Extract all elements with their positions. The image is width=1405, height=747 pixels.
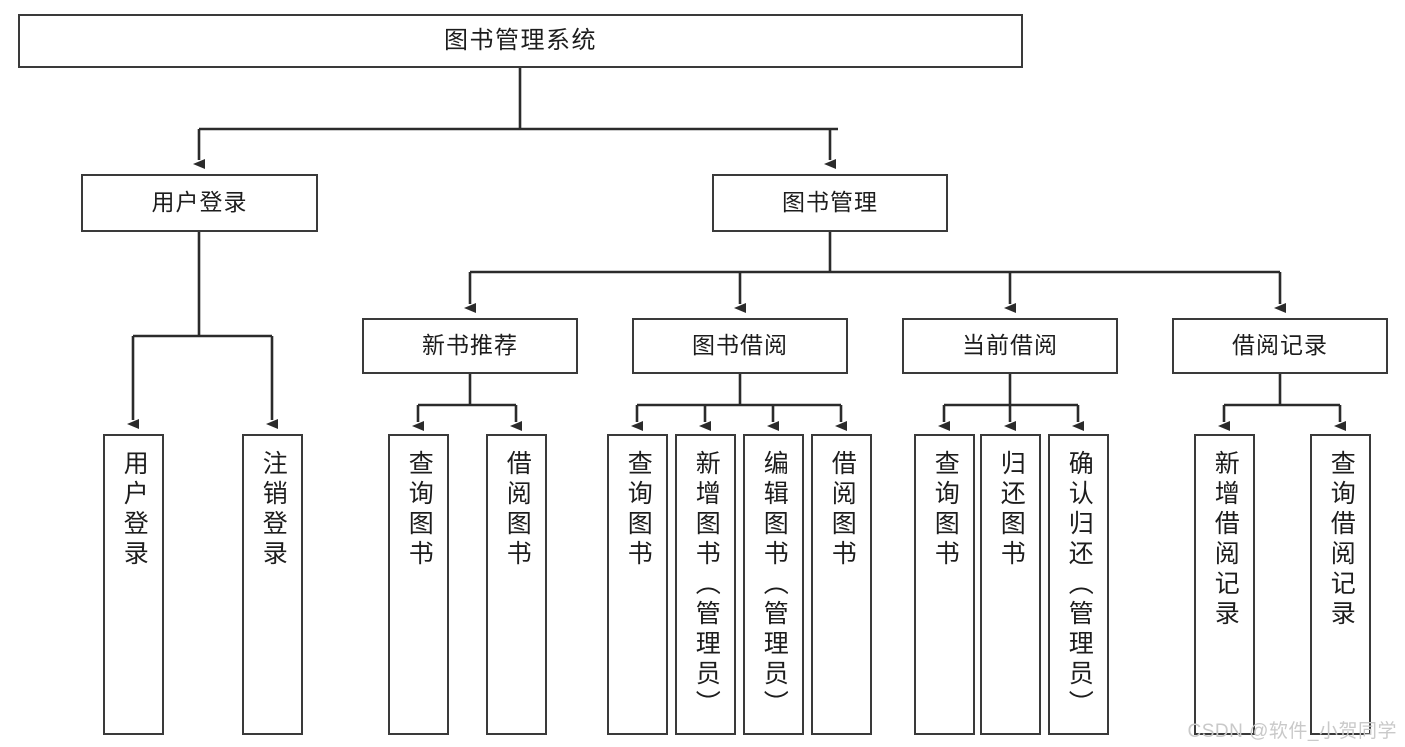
node-root-book-management-system[interactable]: 图书管理系统 xyxy=(18,14,1023,68)
node-label: 新书推荐 xyxy=(422,332,518,359)
node-label: 新增图书（管理员） xyxy=(692,450,721,720)
node-label: 图书借阅 xyxy=(692,332,788,359)
leaf-query-book-borrow[interactable]: 查询图书 xyxy=(607,434,668,735)
leaf-logout-login[interactable]: 注销登录 xyxy=(242,434,303,735)
leaf-borrow-book-recommend[interactable]: 借阅图书 xyxy=(486,434,547,735)
node-label: 查询图书 xyxy=(405,450,434,570)
leaf-query-book-recommend[interactable]: 查询图书 xyxy=(388,434,449,735)
node-label: 用户登录 xyxy=(120,450,149,570)
node-label: 查询图书 xyxy=(931,450,960,570)
node-label: 图书管理 xyxy=(782,189,878,216)
node-label: 查询图书 xyxy=(624,450,653,570)
leaf-confirm-return-admin[interactable]: 确认归还（管理员） xyxy=(1048,434,1109,735)
node-book-borrow[interactable]: 图书借阅 xyxy=(632,318,848,374)
node-label: 查询借阅记录 xyxy=(1327,450,1356,630)
node-label: 用户登录 xyxy=(151,189,248,216)
node-label: 新增借阅记录 xyxy=(1211,450,1240,630)
node-label: 借阅图书 xyxy=(503,450,532,570)
node-label: 归还图书 xyxy=(997,450,1026,570)
leaf-query-book-current[interactable]: 查询图书 xyxy=(914,434,975,735)
node-label: 注销登录 xyxy=(259,450,288,570)
node-label: 借阅图书 xyxy=(828,450,857,570)
node-book-management[interactable]: 图书管理 xyxy=(712,174,948,232)
node-label: 图书管理系统 xyxy=(444,26,597,54)
node-new-book-recommend[interactable]: 新书推荐 xyxy=(362,318,578,374)
leaf-add-borrow-record[interactable]: 新增借阅记录 xyxy=(1194,434,1255,735)
node-borrow-record[interactable]: 借阅记录 xyxy=(1172,318,1388,374)
leaf-borrow-book-borrow[interactable]: 借阅图书 xyxy=(811,434,872,735)
csdn-watermark: CSDN @软件_小贺同学 xyxy=(1187,721,1397,742)
node-user-login[interactable]: 用户登录 xyxy=(81,174,318,232)
node-label: 当前借阅 xyxy=(962,332,1058,359)
leaf-query-borrow-record[interactable]: 查询借阅记录 xyxy=(1310,434,1371,735)
leaf-return-book[interactable]: 归还图书 xyxy=(980,434,1041,735)
leaf-add-book-admin[interactable]: 新增图书（管理员） xyxy=(675,434,736,735)
node-label: 编辑图书（管理员） xyxy=(760,450,789,720)
leaf-edit-book-admin[interactable]: 编辑图书（管理员） xyxy=(743,434,804,735)
leaf-user-login[interactable]: 用户登录 xyxy=(103,434,164,735)
node-label: 借阅记录 xyxy=(1232,332,1328,359)
node-current-borrow[interactable]: 当前借阅 xyxy=(902,318,1118,374)
node-label: 确认归还（管理员） xyxy=(1065,450,1094,720)
